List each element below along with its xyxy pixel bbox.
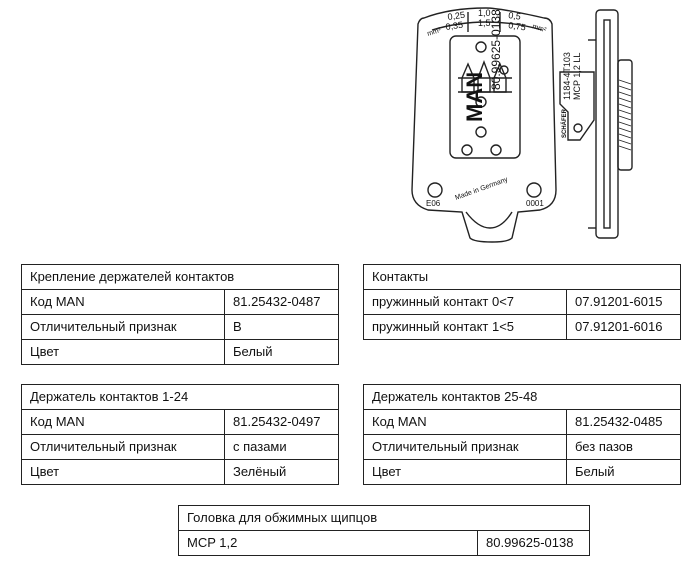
size-b1: 1,0	[478, 8, 491, 18]
die-plate-outline	[411, 7, 557, 243]
table-row: MCP 1,2 80.99625-0138	[178, 530, 590, 556]
table-row: Цвет Зелёный	[21, 459, 339, 485]
die-window	[449, 35, 521, 159]
part-number-mark: 80.99625-0138	[489, 9, 503, 90]
row-label: Код MAN	[21, 409, 225, 435]
row-label: Код MAN	[363, 409, 567, 435]
logo-text: SCHÄFER	[561, 108, 568, 138]
table-title: Держатель контактов 1-24	[21, 384, 339, 410]
table-title: Крепление держателей контактов	[21, 264, 339, 290]
row-value: без пазов	[566, 434, 681, 460]
row-label: пружинный контакт 0<7	[363, 289, 567, 315]
row-value: Белый	[224, 339, 339, 365]
table-mount: Крепление держателей контактов Код MAN 8…	[21, 264, 339, 365]
table-title: Головка для обжимных щипцов	[178, 505, 590, 531]
brand-logo: MAN	[462, 72, 487, 122]
units-left: mm²	[426, 27, 442, 38]
lever-arm	[559, 71, 595, 141]
size-c2: 0,75	[508, 20, 527, 32]
table-crimp-head: Головка для обжимных щипцов MCP 1,2 80.9…	[178, 505, 590, 556]
row-value: 07.91201-6016	[566, 314, 681, 340]
table-row: Отличительный признак B	[21, 314, 339, 340]
size-c1: 0,5	[508, 10, 522, 22]
crimp-head-drawing: 0,25 0,35 1,0 1,5 0,5 0,75 mm² mm² MAN 8…	[411, 7, 633, 243]
size-a2: 0,35	[445, 20, 464, 32]
size-b2: 1,5	[478, 18, 491, 28]
table-row: Цвет Белый	[363, 459, 681, 485]
row-value: 80.99625-0138	[477, 530, 590, 556]
row-value: 81.25432-0485	[566, 409, 681, 435]
row-label: Цвет	[21, 459, 225, 485]
row-label: Цвет	[363, 459, 567, 485]
table-row: Код MAN 81.25432-0485	[363, 409, 681, 435]
row-label: пружинный контакт 1<5	[363, 314, 567, 340]
table-row: Отличительный признак с пазами	[21, 434, 339, 460]
row-value: 81.25432-0487	[224, 289, 339, 315]
table-title: Контакты	[363, 264, 681, 290]
row-label: Отличительный признак	[363, 434, 567, 460]
table-holder-25-48: Держатель контактов 25-48 Код MAN 81.254…	[363, 384, 681, 485]
table-row: Цвет Белый	[21, 339, 339, 365]
row-label: Цвет	[21, 339, 225, 365]
side-view-plate	[595, 9, 619, 239]
row-value: 81.25432-0497	[224, 409, 339, 435]
row-value: B	[224, 314, 339, 340]
table-holder-1-24: Держатель контактов 1-24 Код MAN 81.2543…	[21, 384, 339, 485]
table-row: пружинный контакт 0<7 07.91201-6015	[363, 289, 681, 315]
code-mark: 1184-4T103	[562, 52, 572, 100]
row-value: Белый	[566, 459, 681, 485]
table-row: Код MAN 81.25432-0487	[21, 289, 339, 315]
code-left-mark: E06	[426, 199, 441, 208]
row-label: Отличительный признак	[21, 314, 225, 340]
row-label: Код MAN	[21, 289, 225, 315]
table-row: Отличительный признак без пазов	[363, 434, 681, 460]
row-label: Отличительный признак	[21, 434, 225, 460]
row-value: с пазами	[224, 434, 339, 460]
table-contacts: Контакты пружинный контакт 0<7 07.91201-…	[363, 264, 681, 340]
row-value: Зелёный	[224, 459, 339, 485]
size-a1: 0,25	[447, 10, 466, 22]
table-row: пружинный контакт 1<5 07.91201-6016	[363, 314, 681, 340]
model-mark: MCP 1,2 LL	[572, 53, 582, 100]
code-right-mark: 0001	[526, 199, 544, 208]
row-value: 07.91201-6015	[566, 289, 681, 315]
units-right: mm²	[531, 23, 547, 34]
table-title: Держатель контактов 25-48	[363, 384, 681, 410]
row-label: MCP 1,2	[178, 530, 478, 556]
made-in-mark: Made in Germany	[454, 176, 509, 202]
table-row: Код MAN 81.25432-0497	[21, 409, 339, 435]
